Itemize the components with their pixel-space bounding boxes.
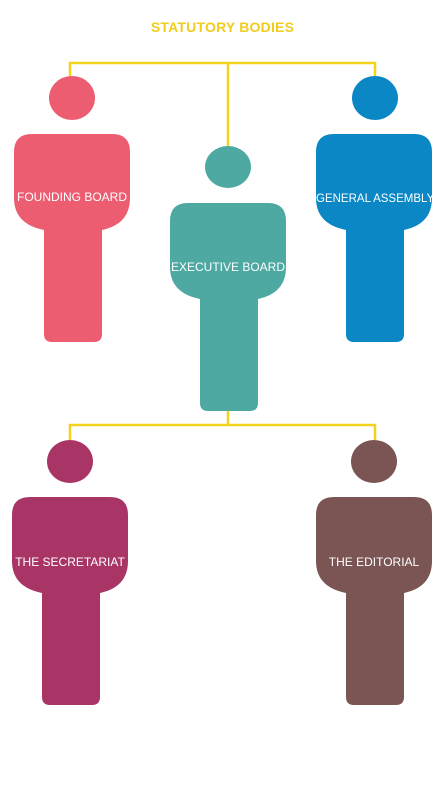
page-title: STATUTORY BODIES <box>150 19 295 35</box>
founding-board-label: FOUNDING BOARD <box>16 190 127 204</box>
general-assembly-label: GENERAL ASSEMBLY <box>316 193 435 205</box>
top-connector <box>68 61 377 147</box>
executive-board-body <box>170 203 286 411</box>
bottom-connector <box>68 410 377 440</box>
founding-board-head <box>49 76 95 120</box>
editorial-head <box>351 440 397 483</box>
editorial-body <box>316 497 432 705</box>
executive-board-label: EXECUTIVE BOARD <box>170 260 286 274</box>
founding-board-body <box>14 134 130 342</box>
secretariat-label: THE SECRETARIAT <box>15 555 125 569</box>
executive-board-head <box>205 146 251 188</box>
general-assembly-head <box>352 76 398 120</box>
editorial-label: THE EDITORIAL <box>328 555 420 569</box>
secretariat-body <box>12 497 128 705</box>
secretariat-head <box>47 440 93 483</box>
general-assembly-body <box>316 134 432 342</box>
